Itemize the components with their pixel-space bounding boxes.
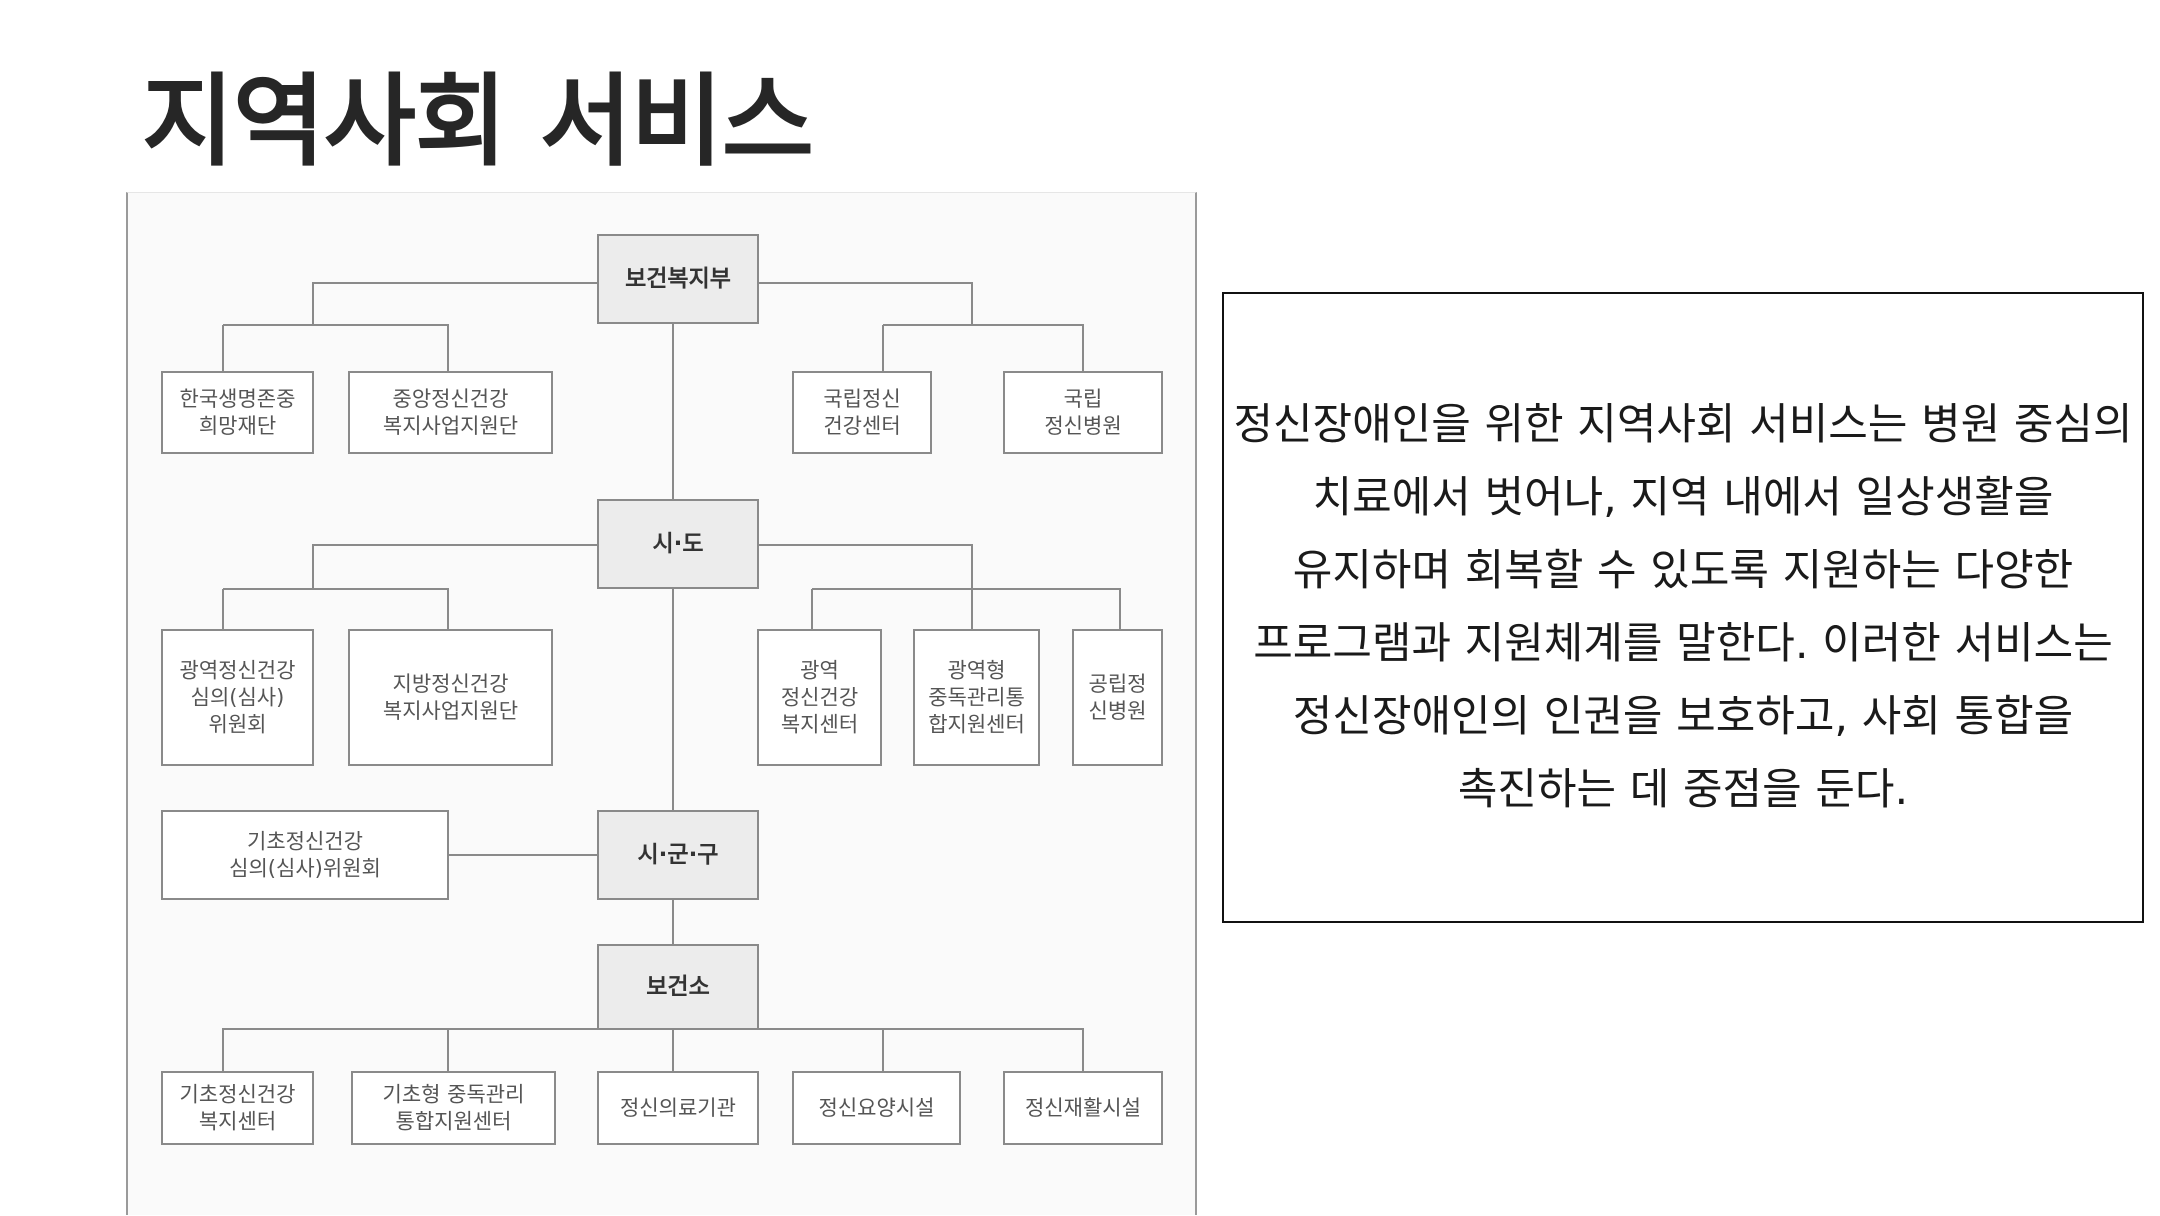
- node-label: 복지센터: [781, 713, 858, 737]
- node-mental-rehab-facility: 정신재활시설: [1003, 1071, 1163, 1145]
- node-box: [161, 810, 449, 900]
- node-label: 심의(심사): [191, 686, 285, 710]
- node-label: 시·도: [652, 531, 703, 557]
- node-box: [913, 629, 1040, 766]
- node-box: [1072, 629, 1163, 766]
- node-label: 국립정신: [823, 387, 900, 411]
- node-label: 복지사업지원단: [383, 414, 518, 438]
- org-chart-svg: 보건복지부한국생명존중희망재단중앙정신건강복지사업지원단국립정신건강센터국립정신…: [161, 234, 1163, 1145]
- node-label: 기초정신건강: [180, 1083, 296, 1107]
- node-box: [757, 629, 882, 766]
- node-box: [792, 371, 932, 454]
- connector: [883, 324, 1084, 372]
- node-label: 광역정신건강: [180, 659, 296, 683]
- node-box: [1003, 1071, 1163, 1145]
- node-box: [792, 1071, 961, 1145]
- connector: [812, 588, 1121, 630]
- node-box: [1003, 371, 1163, 454]
- page-title: 지역사회 서비스: [142, 63, 814, 180]
- connector: [758, 544, 973, 630]
- node-label: 정신재활시설: [1025, 1096, 1141, 1120]
- node-box: [597, 234, 759, 324]
- node-box: [348, 629, 553, 766]
- node-box: [597, 810, 759, 900]
- node-box: [597, 1071, 759, 1145]
- node-box: [161, 629, 314, 766]
- node-box: [161, 1071, 314, 1145]
- node-label: 정신의료기관: [620, 1096, 736, 1120]
- node-label: 건강센터: [823, 414, 900, 438]
- connector-lines: [222, 282, 1121, 1072]
- node-label: 정신병원: [1044, 414, 1121, 438]
- node-box: [351, 1071, 556, 1145]
- node-label: 통합지원센터: [396, 1110, 512, 1134]
- node-mental-medical-institution: 정신의료기관: [597, 1071, 759, 1145]
- node-label: 위원회: [209, 713, 267, 737]
- description-box: 정신장애인을 위한 지역사회 서비스는 병원 중심의 치료에서 벗어나, 지역 …: [1222, 292, 2144, 923]
- node-label: 한국생명존중: [180, 387, 296, 411]
- node-label: 정신건강: [781, 686, 858, 710]
- connector: [222, 1028, 1084, 1072]
- node-city: 시·군·구: [597, 810, 759, 900]
- node-label: 정신요양시설: [819, 1096, 935, 1120]
- node-label: 기초정신건강: [247, 830, 363, 854]
- node-box: [348, 371, 553, 454]
- node-label: 합지원센터: [928, 713, 1025, 737]
- node-label: 광역: [800, 659, 839, 683]
- node-province: 시·도: [597, 499, 759, 589]
- connector: [312, 282, 598, 325]
- node-label: 중앙정신건강: [393, 387, 509, 411]
- node-label: 중독관리통: [928, 686, 1025, 710]
- node-label: 보건복지부: [625, 266, 731, 292]
- connector: [223, 588, 449, 630]
- connector: [223, 324, 449, 372]
- node-label: 복지사업지원단: [383, 699, 518, 723]
- node-ministry: 보건복지부: [597, 234, 759, 324]
- node-label: 보건소: [646, 974, 709, 1000]
- node-label: 복지센터: [199, 1110, 276, 1134]
- node-label: 국립: [1064, 387, 1103, 411]
- connector: [312, 544, 598, 589]
- node-label: 신병원: [1089, 699, 1147, 723]
- node-label: 지방정신건강: [393, 672, 509, 696]
- connector: [758, 282, 973, 325]
- node-label: 공립정: [1089, 672, 1147, 696]
- node-label: 희망재단: [199, 414, 276, 438]
- node-health-center: 보건소: [597, 944, 759, 1030]
- node-label: 심의(심사)위원회: [229, 857, 381, 881]
- node-box: [597, 499, 759, 589]
- node-label: 광역형: [948, 659, 1006, 683]
- node-box: [161, 371, 314, 454]
- node-label: 기초형 중독관리: [383, 1083, 525, 1107]
- description-text: 정신장애인을 위한 지역사회 서비스는 병원 중심의 치료에서 벗어나, 지역 …: [1233, 399, 2133, 815]
- node-mental-nursing-facility: 정신요양시설: [792, 1071, 961, 1145]
- node-label: 시·군·구: [638, 842, 719, 868]
- node-box: [597, 944, 759, 1030]
